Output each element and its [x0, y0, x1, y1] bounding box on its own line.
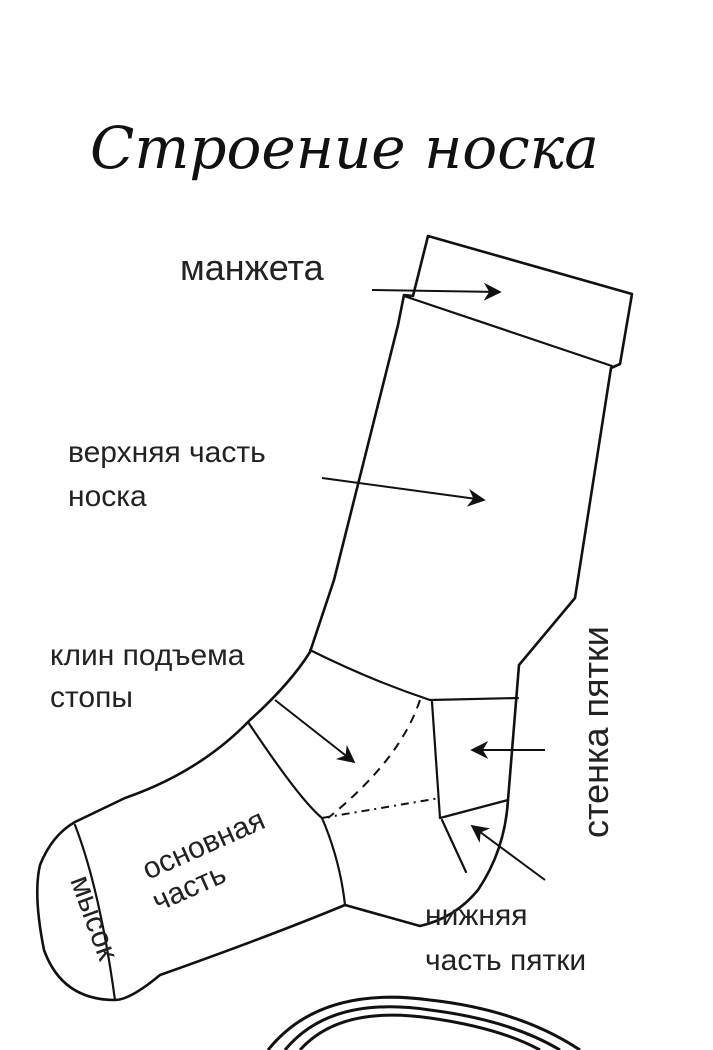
label-heel-wall: стенка пятки: [575, 626, 616, 838]
gusset-dashed-line: [327, 699, 421, 819]
yarn-decoration: [266, 995, 581, 1050]
gusset-top-boundary: [308, 648, 432, 702]
heel-wall-left: [430, 700, 442, 820]
diagram-title: Строение носка: [90, 114, 599, 182]
arrow-heel-bottom: [470, 824, 546, 881]
label-heel-bottom-line1: нижняя: [425, 899, 527, 932]
label-gusset-line1: клин подъема: [50, 639, 245, 672]
label-gusset-line2: стопы: [50, 681, 133, 714]
arrow-gusset: [274, 699, 356, 764]
label-upper-line2: носка: [68, 480, 147, 513]
main-part-boundary: [246, 720, 347, 907]
heel-wall-top: [428, 696, 520, 702]
label-cuff: манжета: [180, 247, 325, 288]
toe-boundary: [73, 823, 117, 1002]
label-heel-bottom-line2: часть пятки: [425, 944, 586, 977]
label-upper-line1: верхняя часть: [68, 436, 266, 469]
heel-bottom-left: [440, 818, 468, 874]
cuff-boundary: [402, 294, 614, 368]
sock-outline: [35, 234, 634, 1002]
arrow-cuff: [371, 282, 502, 301]
arrow-upper: [321, 477, 486, 507]
label-toe: мысок: [63, 871, 124, 965]
heel-wall-bottom: [438, 798, 510, 820]
